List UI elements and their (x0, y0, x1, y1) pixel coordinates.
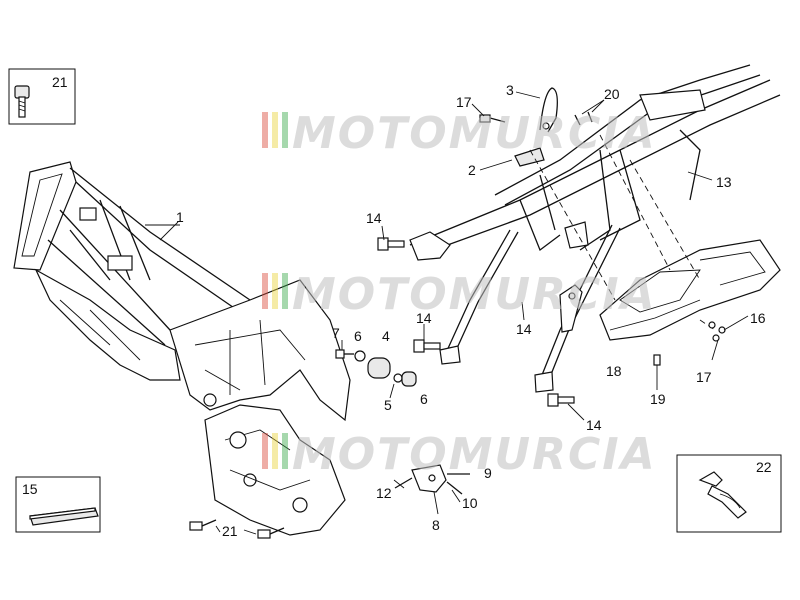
callout-3: 3 (506, 82, 514, 98)
bolt-20-icon (574, 111, 593, 126)
bushing-6-upper-icon (354, 350, 366, 362)
bolts-21-frame-icon (189, 519, 285, 539)
bracket-14-right-icon (559, 284, 583, 333)
callout-20: 20 (604, 86, 620, 102)
watermark-text-middle: MOTOMURCIA (292, 269, 657, 320)
callout-8: 8 (432, 517, 440, 533)
callout-10: 10 (462, 495, 478, 511)
bolt-17-top-icon (479, 114, 506, 123)
washers-16-17-icon (708, 321, 726, 342)
watermark-middle: MOTOMURCIA (262, 269, 657, 320)
main-frame (13, 161, 351, 536)
callout-21-frame: 21 (222, 523, 238, 539)
screw-19-icon (653, 354, 661, 366)
callout-6-upper: 6 (354, 328, 362, 344)
callout-17-right: 17 (696, 369, 712, 385)
watermark-top: MOTOMURCIA (262, 108, 657, 159)
callout-14-right: 14 (516, 321, 532, 337)
callout-16: 16 (750, 310, 766, 326)
inset-box-15: 15 (15, 476, 101, 533)
bolt-14-lower-icon (547, 393, 575, 407)
tape-strip-icon (29, 507, 99, 526)
bolt-7-icon (335, 349, 354, 359)
callout-labels: 1 2 3 17 20 13 14 14 14 14 7 6 4 5 6 18 … (176, 82, 766, 539)
callout-21-inset: 21 (52, 74, 68, 90)
callout-18: 18 (606, 363, 622, 379)
watermark-bottom: MOTOMURCIA (262, 429, 657, 480)
callout-15: 15 (22, 481, 38, 497)
inset-box-22: 22 (676, 454, 782, 533)
bolt-14-upper-icon (377, 237, 405, 251)
callout-1: 1 (176, 209, 184, 225)
callout-14-lower: 14 (586, 417, 602, 433)
cable-clip-icon (698, 471, 747, 519)
cable-loop-part-3 (539, 87, 558, 133)
callout-17-top: 17 (456, 94, 472, 110)
spacer-4-icon (367, 357, 391, 379)
callout-19: 19 (650, 391, 666, 407)
rear-undertray-part-18 (599, 239, 781, 341)
inset-box-21: 21 (8, 68, 76, 125)
callout-9: 9 (484, 465, 492, 481)
rear-subframe (409, 64, 781, 393)
sensor-bracket-8-icon (411, 464, 447, 493)
callout-6-lower: 6 (420, 391, 428, 407)
callout-13: 13 (716, 174, 732, 190)
watermark-text-bottom: MOTOMURCIA (292, 429, 657, 480)
callout-4: 4 (382, 328, 390, 344)
bolt-14-middle-icon (413, 339, 441, 353)
callout-14-middle: 14 (416, 310, 432, 326)
callout-14-upper: 14 (366, 210, 382, 226)
watermark-text-top: MOTOMURCIA (292, 108, 657, 159)
callout-7: 7 (332, 325, 340, 341)
callout-5: 5 (384, 397, 392, 413)
bushing-6-lower-icon (401, 371, 417, 387)
callout-22: 22 (756, 459, 772, 475)
leader-lines (159, 91, 749, 535)
callout-12: 12 (376, 485, 392, 501)
screws-9-10-12-icon (394, 473, 470, 495)
callout-2: 2 (468, 162, 476, 178)
nut-5-icon (393, 373, 403, 383)
bolt-21-icon (14, 85, 30, 118)
